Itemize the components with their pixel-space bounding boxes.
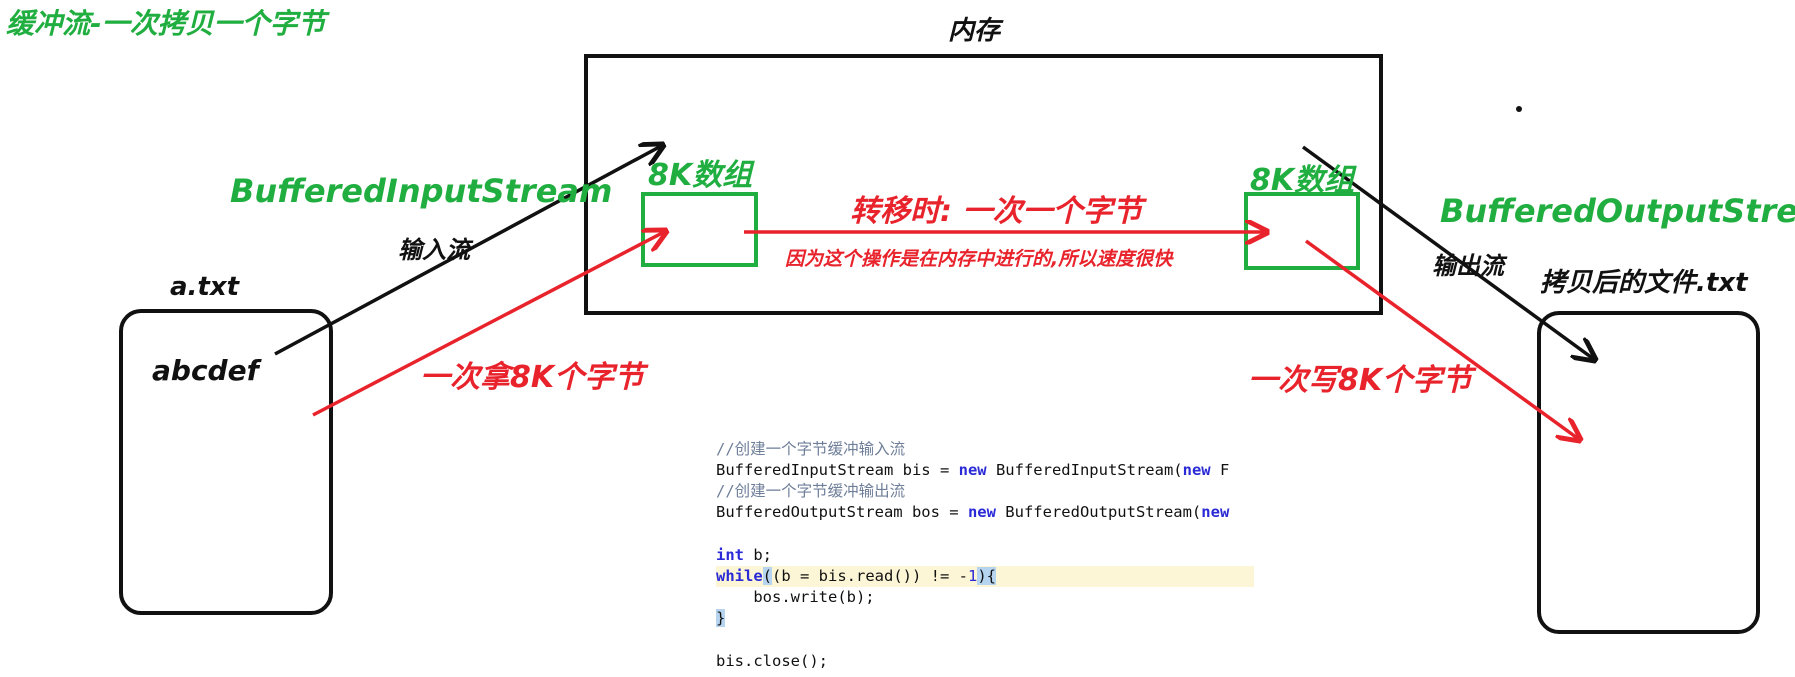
code-comment: //创建一个字节缓冲输入流 — [716, 440, 906, 458]
code-keyword: while — [716, 567, 763, 585]
source-file-box — [119, 309, 333, 615]
code-line: //创建一个字节缓冲输入流 — [716, 439, 905, 460]
write-arrow — [1304, 239, 1580, 440]
code-bracket: ( — [762, 567, 773, 585]
code-text: BufferedInputStream( — [986, 461, 1183, 479]
dest-file-name: 拷贝后的文件.txt — [1540, 268, 1748, 298]
input-flow-label: 输入流 — [398, 236, 470, 264]
code-bracket: { — [986, 567, 997, 585]
code-line: } — [716, 608, 726, 629]
code-text: bos.write(b); — [716, 588, 875, 606]
code-text: (b = bis.read()) != - — [772, 567, 968, 585]
array-right-label: 8K数组 — [1250, 163, 1355, 198]
code-line: BufferedOutputStream bos = new BufferedO… — [716, 502, 1229, 523]
code-text: BufferedOutputStream( — [995, 503, 1202, 521]
code-line-highlighted: while((b = bis.read()) != -1){ — [716, 566, 1254, 587]
code-text: BufferedInputStream bis = — [716, 461, 959, 479]
buffered-output-stream-label: BufferedOutputStream — [1440, 192, 1795, 230]
code-line: //创建一个字节缓冲输出流 — [716, 481, 905, 502]
stray-dot — [1516, 106, 1522, 112]
code-comment: //创建一个字节缓冲输出流 — [716, 482, 906, 500]
output-flow-label: 输出流 — [1432, 252, 1504, 280]
page-title: 缓冲流-一次拷贝一个字节 — [6, 7, 326, 40]
code-bracket: } — [716, 609, 726, 627]
code-keyword: new — [1201, 503, 1230, 521]
code-text: bis.close(); — [716, 652, 828, 670]
code-keyword: int — [716, 546, 744, 564]
buffered-input-stream-label: BufferedInputStream — [230, 172, 613, 210]
reason-label: 因为这个操作是在内存中进行的,所以速度很快 — [785, 248, 1173, 270]
read-label: 一次拿8K个字节 — [420, 360, 645, 395]
code-text: BufferedOutputStream bos = — [716, 503, 968, 521]
code-line: BufferedInputStream bis = new BufferedIn… — [716, 460, 1229, 481]
code-keyword: new — [958, 461, 987, 479]
code-keyword: new — [967, 503, 996, 521]
write-label: 一次写8K个字节 — [1248, 363, 1473, 398]
array-box-left — [641, 192, 758, 267]
source-file-content: abcdef — [152, 354, 259, 387]
code-line: int b; — [716, 545, 772, 566]
code-keyword: new — [1182, 461, 1211, 479]
memory-label: 内存 — [948, 16, 1001, 46]
code-text: b; — [744, 546, 772, 564]
code-line: bis.close(); — [716, 651, 828, 672]
code-bracket: ) — [977, 567, 987, 585]
code-number: 1 — [967, 567, 978, 585]
array-left-label: 8K数组 — [648, 158, 753, 193]
transfer-label: 转移时: 一次一个字节 — [850, 194, 1143, 229]
input-flow-arrow — [274, 145, 663, 356]
source-file-name: a.txt — [170, 272, 240, 302]
dest-file-box — [1537, 311, 1760, 634]
code-text: F — [1210, 461, 1230, 479]
output-flow-arrow — [1301, 145, 1595, 360]
read-arrow — [312, 231, 666, 417]
code-line: bos.write(b); — [716, 587, 875, 608]
